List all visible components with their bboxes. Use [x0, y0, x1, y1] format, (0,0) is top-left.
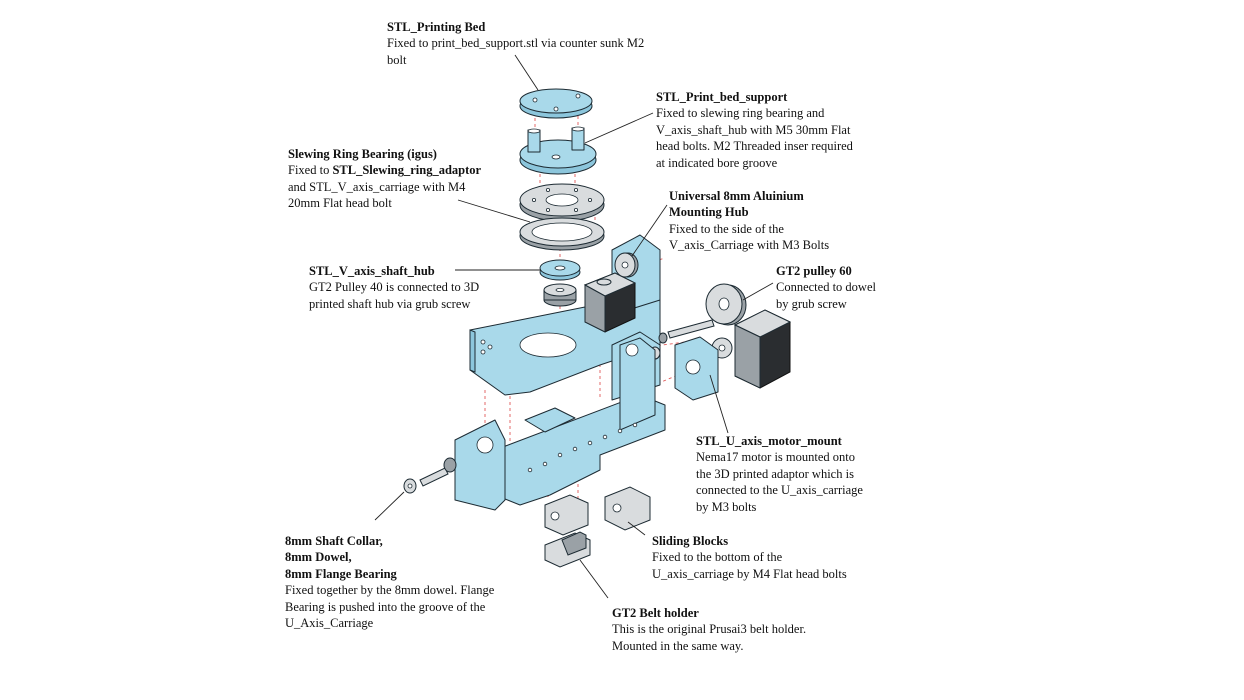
label-text-prefix: Fixed to — [288, 163, 333, 178]
label-text: Fixed to slewing ring bearing and — [656, 106, 825, 121]
label-gt2-pulley-60: GT2 pulley 60 Connected to dowel by grub… — [776, 263, 876, 312]
v-axis-stepper-motor — [583, 272, 637, 333]
label-title: Slewing Ring Bearing (igus) — [288, 147, 437, 161]
gt2-pulley-60 — [705, 283, 747, 326]
label-text: U_axis_carriage by M4 Flat head bolts — [652, 566, 847, 581]
label-text: bolt — [387, 52, 407, 67]
label-title: Mounting Hub — [669, 205, 749, 220]
label-u-axis-motor-mount: STL_U_axis_motor_mount Nema17 motor is m… — [696, 433, 863, 515]
label-title: 8mm Flange Bearing — [285, 566, 397, 581]
gt2-pulley-40 — [543, 283, 577, 307]
dowel-8mm — [658, 319, 715, 344]
label-text: and STL_V_axis_carriage with M4 — [288, 179, 466, 194]
label-text-bold: STL_Slewing_ring_adaptor — [332, 163, 482, 178]
label-text: V_axis_Carriage with M3 Bolts — [669, 238, 830, 253]
label-sliding-blocks: Sliding Blocks Fixed to the bottom of th… — [652, 533, 847, 582]
label-text: Fixed to the side of the — [669, 221, 784, 236]
label-text: by M3 bolts — [696, 499, 757, 514]
label-text: Connected to dowel — [776, 280, 876, 295]
leader-lines — [374, 54, 774, 599]
slewing-ring-bearing — [519, 183, 605, 251]
label-title: GT2 Belt holder — [612, 606, 699, 620]
label-text: U_Axis_Carriage — [285, 616, 374, 631]
label-text: Nema17 motor is mounted onto — [696, 450, 856, 465]
label-universal-mounting-hub: Universal 8mm Aluinium Mounting Hub Fixe… — [669, 188, 829, 254]
v-axis-shaft-hub — [539, 259, 581, 281]
label-text: connected to the U_axis_carriage — [696, 483, 863, 498]
label-shaft-collar-dowel-bearing: 8mm Shaft Collar, 8mm Dowel, 8mm Flange … — [285, 533, 494, 631]
label-title: STL_U_axis_motor_mount — [696, 434, 842, 448]
label-text: at indicated bore groove — [656, 155, 778, 170]
label-text: GT2 Pulley 40 is connected to 3D — [309, 280, 480, 295]
label-text: Fixed together by the 8mm dowel. Flange — [285, 583, 495, 598]
label-text: Fixed to the bottom of the — [652, 550, 783, 565]
label-text: head bolts. M2 Threaded inser required — [656, 139, 853, 154]
u-axis-stepper-motor — [711, 309, 792, 389]
label-text: the 3D printed adaptor which is — [696, 466, 854, 481]
label-text: This is the original Prusai3 belt holder… — [612, 622, 807, 637]
label-title: STL_Printing Bed — [387, 20, 486, 34]
print-bed-support — [519, 126, 597, 175]
printing-bed-disk — [519, 88, 593, 119]
label-gt2-belt-holder: GT2 Belt holder This is the original Pru… — [612, 605, 806, 654]
label-slewing-ring-bearing: Slewing Ring Bearing (igus) Fixed to STL… — [288, 146, 481, 212]
label-text: V_axis_shaft_hub with M5 30mm Flat — [656, 122, 851, 137]
label-print-bed-support: STL_Print_bed_support Fixed to slewing r… — [656, 89, 853, 171]
label-text: Fixed to print_bed_support.stl via count… — [387, 36, 645, 51]
label-title: Sliding Blocks — [652, 534, 729, 548]
label-title: GT2 pulley 60 — [776, 264, 852, 278]
label-text: Mounted in the same way. — [612, 638, 744, 653]
label-text: printed shaft hub via grub screw — [309, 296, 471, 311]
label-text: by grub screw — [776, 296, 847, 311]
label-v-axis-shaft-hub: STL_V_axis_shaft_hub GT2 Pulley 40 is co… — [309, 263, 479, 312]
label-title: 8mm Dowel, — [285, 550, 352, 565]
label-text: Fixed to STL_Slewing_ring_adaptor — [288, 162, 481, 178]
label-title: STL_Print_bed_support — [656, 90, 788, 104]
universal-mounting-hub — [614, 252, 639, 278]
label-printing-bed: STL_Printing Bed Fixed to print_bed_supp… — [387, 19, 644, 68]
shaft-collar-dowel-flange-bearing — [403, 457, 457, 494]
label-title: STL_V_axis_shaft_hub — [309, 264, 435, 278]
label-title: Universal 8mm Aluinium — [669, 189, 804, 203]
sliding-blocks — [544, 486, 651, 536]
gt2-belt-holder — [544, 531, 591, 568]
label-title: 8mm Shaft Collar, — [285, 534, 383, 548]
u-axis-carriage — [454, 337, 666, 511]
label-text: 20mm Flat head bolt — [288, 196, 392, 211]
label-text: Bearing is pushed into the groove of the — [285, 599, 486, 614]
